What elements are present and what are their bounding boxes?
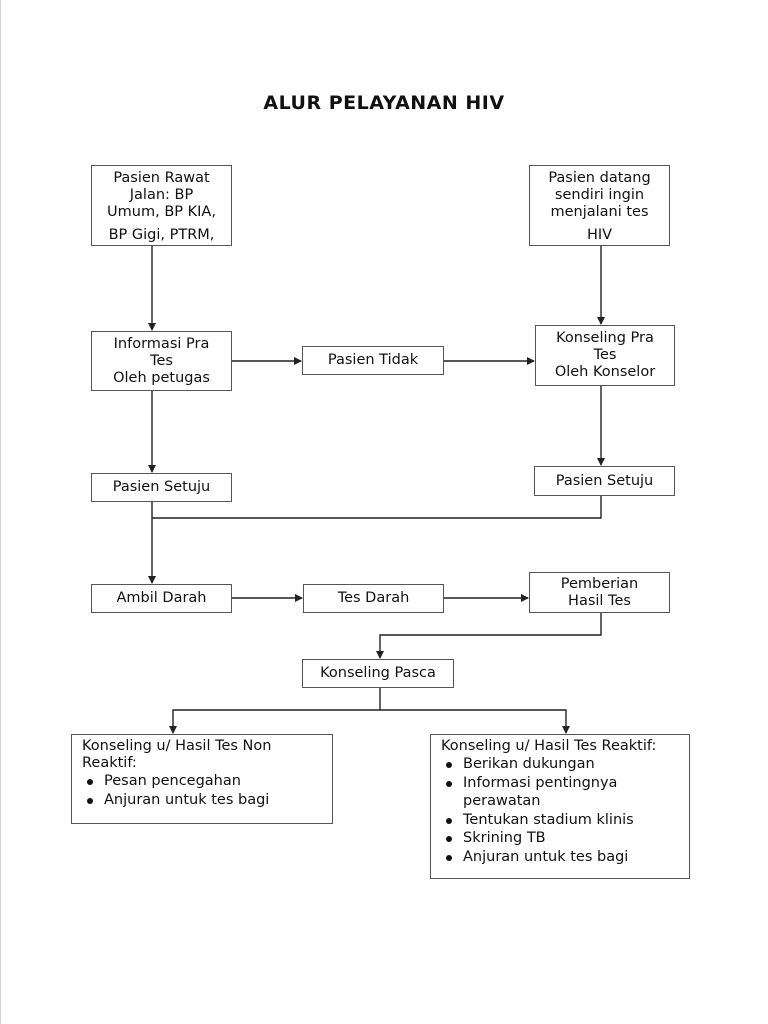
node-pemberian-hasil-tes: Pemberian Hasil Tes <box>529 572 670 613</box>
node-pasien-setuju-right: Pasien Setuju <box>534 466 675 496</box>
node-konseling-reaktif: Konseling u/ Hasil Tes Reaktif: Berikan … <box>430 734 690 879</box>
list-item: Anjuran untuk tes bagi <box>441 848 689 867</box>
arrow-pasca-split-right <box>380 709 570 734</box>
arrow-pemberian-to-pasca <box>376 613 602 659</box>
bullet-icon <box>446 854 452 861</box>
list-item: Berikan dukungan <box>441 755 689 774</box>
list-item: Anjuran untuk tes bagi <box>82 791 332 810</box>
page-title: ALUR PELAYANAN HIV <box>263 92 505 114</box>
node-pasien-rawat-jalan: Pasien Rawat Jalan: BP Umum, BP KIA, BP … <box>91 165 232 246</box>
node-pasien-tidak: Pasien Tidak <box>302 346 444 375</box>
node-konseling-non-reaktif: Konseling u/ Hasil Tes Non Reaktif: Pesa… <box>71 734 333 824</box>
bullet-icon <box>87 779 93 785</box>
node-pasien-setuju-left: Pasien Setuju <box>91 473 232 502</box>
bullet-icon <box>87 797 93 804</box>
list-item: Pesan pencegahan <box>82 772 332 791</box>
bullet-icon <box>446 817 452 824</box>
page-edge <box>0 0 1 1024</box>
list-item: Skrining TB <box>441 829 689 848</box>
node-konseling-pasca: Konseling Pasca <box>302 659 454 688</box>
bullet-icon <box>446 762 452 768</box>
connector-setuju-merge <box>152 496 602 519</box>
bullet-icon <box>446 780 452 787</box>
node-tes-darah: Tes Darah <box>303 584 444 613</box>
arrow-pasca-split-left <box>169 688 381 734</box>
non-reaktif-list: Pesan pencegahan Anjuran untuk tes bagi <box>82 772 332 809</box>
bullet-icon <box>446 836 452 842</box>
node-ambil-darah: Ambil Darah <box>91 584 232 613</box>
node-pasien-datang-sendiri: Pasien datang sendiri ingin menjalani te… <box>529 165 670 246</box>
list-item: Tentukan stadium klinis <box>441 811 689 830</box>
reaktif-list: Berikan dukungan Informasi pentingnya pe… <box>441 755 689 866</box>
node-informasi-pra-tes: Informasi Pra Tes Oleh petugas <box>91 331 232 391</box>
list-item: Informasi pentingnya perawatan <box>441 774 689 811</box>
node-konseling-pra-tes: Konseling Pra Tes Oleh Konselor <box>535 325 675 386</box>
